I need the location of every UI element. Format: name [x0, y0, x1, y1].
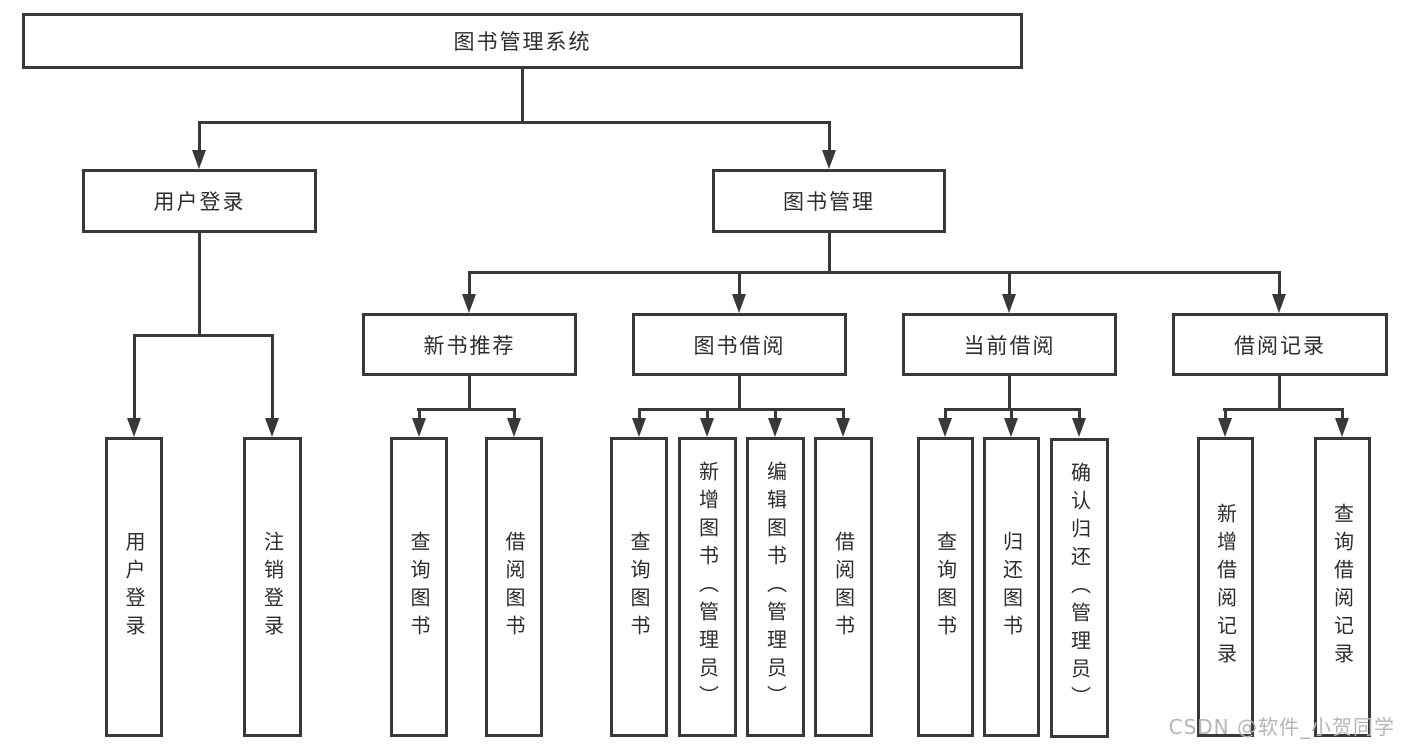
arrowhead-down-icon: [264, 418, 279, 437]
connector-line-horizontal: [1223, 408, 1344, 411]
node-book-management: 图书管理: [712, 169, 946, 233]
csdn-watermark: CSDN @软件_小贺同学: [1168, 715, 1395, 739]
leaf-logout: 注销登录: [243, 437, 302, 737]
leaf-borrow-book: 借阅图书: [814, 437, 873, 737]
connector-arrow-stem: [198, 124, 201, 153]
connector-line-horizontal: [198, 121, 831, 124]
arrowhead-down-icon: [506, 418, 521, 437]
leaf-recommend-query-book: 查询图书: [390, 437, 448, 737]
connector-line-horizontal: [417, 408, 516, 411]
arrowhead-down-icon: [732, 294, 746, 313]
leaf-edit-book-admin: 编辑图书（管理员）: [746, 437, 805, 737]
connector-arrow-stem: [944, 411, 947, 421]
node-root-system: 图书管理系统: [22, 13, 1023, 69]
arrowhead-down-icon: [700, 418, 714, 437]
connector-arrow-stem: [774, 411, 777, 421]
arrowhead-down-icon: [821, 150, 836, 169]
connector-line-vertical: [738, 374, 741, 411]
arrowhead-down-icon: [768, 418, 782, 437]
arrowhead-down-icon: [411, 418, 426, 437]
connector-arrow-stem: [1278, 274, 1281, 297]
connector-line-vertical: [827, 233, 831, 274]
arrowhead-down-icon: [1218, 418, 1232, 437]
connector-line-horizontal: [468, 271, 1281, 274]
node-borrow-record: 借阅记录: [1172, 313, 1388, 376]
arrowhead-down-icon: [1004, 418, 1018, 437]
connector-line-horizontal: [944, 408, 1081, 411]
leaf-add-borrow-record: 新增借阅记录: [1197, 437, 1254, 737]
connector-arrow-stem: [417, 411, 421, 421]
connector-arrow-stem: [1008, 274, 1011, 297]
connector-arrow-stem: [738, 274, 741, 297]
arrowhead-down-icon: [462, 294, 476, 313]
connector-line-horizontal: [132, 334, 274, 337]
leaf-user-login: 用户登录: [105, 437, 163, 737]
node-book-borrow: 图书借阅: [632, 313, 847, 376]
connector-arrow-stem: [1341, 411, 1344, 421]
arrowhead-down-icon: [1002, 294, 1016, 313]
leaf-return-book: 归还图书: [983, 437, 1040, 737]
connector-arrow-stem: [512, 411, 516, 421]
arrowhead-down-icon: [126, 418, 141, 437]
leaf-add-book-admin: 新增图书（管理员）: [678, 437, 737, 737]
connector-arrow-stem: [827, 124, 831, 153]
arrowhead-down-icon: [1335, 418, 1349, 437]
connector-arrow-stem: [637, 411, 641, 421]
leaf-confirm-return-admin: 确认归还（管理员）: [1050, 438, 1109, 738]
connector-line-vertical: [198, 233, 201, 337]
leaf-current-query-book: 查询图书: [917, 437, 974, 737]
connector-line-vertical: [1008, 374, 1011, 411]
connector-arrow-stem: [842, 411, 845, 421]
connector-arrow-stem: [270, 337, 274, 421]
connector-arrow-stem: [468, 274, 471, 297]
connector-arrow-stem: [1078, 411, 1081, 421]
leaf-query-borrow-record: 查询借阅记录: [1314, 437, 1371, 737]
connector-line-vertical: [1278, 374, 1281, 411]
arrowhead-down-icon: [1072, 418, 1086, 437]
node-new-book-recommend: 新书推荐: [362, 313, 577, 376]
connector-arrow-stem: [706, 411, 709, 421]
connector-arrow-stem: [1224, 411, 1227, 421]
connector-line-horizontal: [637, 408, 845, 411]
arrowhead-down-icon: [192, 150, 206, 169]
arrowhead-down-icon: [1272, 294, 1286, 313]
node-user-login: 用户登录: [82, 169, 317, 233]
leaf-borrow-query-book: 查询图书: [610, 437, 668, 737]
connector-line-vertical: [521, 69, 524, 124]
connector-line-vertical: [468, 374, 471, 411]
arrowhead-down-icon: [631, 418, 646, 437]
leaf-recommend-borrow-book: 借阅图书: [485, 437, 543, 737]
connector-arrow-stem: [1010, 411, 1013, 421]
arrowhead-down-icon: [836, 418, 850, 437]
connector-arrow-stem: [132, 337, 136, 421]
arrowhead-down-icon: [938, 418, 952, 437]
node-current-borrow: 当前借阅: [902, 313, 1117, 376]
